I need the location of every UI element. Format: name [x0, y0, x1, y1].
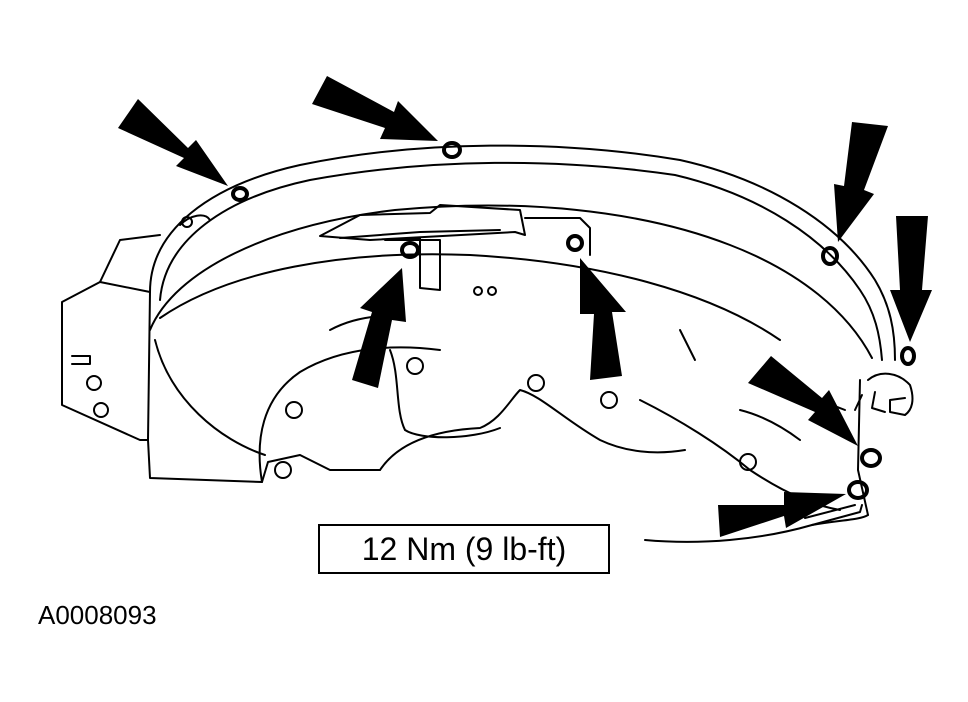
bolt-hole-8: [847, 480, 869, 500]
callout-arrow-3: [834, 122, 888, 242]
front-lower-body: [147, 439, 381, 483]
torque-spec-text: 12 Nm (9 lb-ft): [361, 530, 567, 567]
left-flange-slot: [71, 355, 91, 365]
rear-flange-side: [857, 379, 869, 516]
hole: [86, 375, 102, 391]
inner-detail-rear: [739, 409, 801, 441]
rear-flange-slot: [854, 394, 863, 411]
callout-arrow-7: [748, 356, 858, 446]
hole: [487, 286, 497, 296]
callout-arrow-6: [580, 258, 626, 380]
callout-arrow-4: [890, 216, 932, 342]
left-flange-plate: [61, 281, 151, 441]
hole: [274, 461, 292, 479]
rear-flange-inner: [871, 391, 886, 413]
top-tab-bracket: [319, 204, 526, 241]
callout-arrow-1: [118, 99, 228, 186]
bolt-hole-6: [566, 234, 584, 252]
inner-arch-liner-lower: [154, 339, 266, 456]
outer-wheel-well-lip: [149, 144, 896, 361]
bolt-holes: [231, 141, 916, 500]
hole: [406, 357, 424, 375]
top-right-bracket: [524, 217, 591, 256]
top-tab-bracket-edge: [339, 229, 501, 239]
center-lower-panel: [379, 389, 686, 471]
rear-lower-lip: [811, 504, 863, 526]
hole: [473, 286, 483, 296]
figure-id: A0008093: [38, 600, 157, 630]
center-raised-panel: [389, 349, 501, 439]
plain-holes: [86, 216, 757, 479]
bolt-hole-2: [442, 141, 462, 159]
bolt-hole-1: [231, 186, 249, 202]
hole: [285, 401, 303, 419]
callout-arrow-2: [312, 76, 438, 141]
bolt-hole-4: [900, 346, 916, 366]
hole: [93, 402, 109, 418]
liner-rib: [159, 253, 781, 341]
hole: [739, 453, 757, 471]
hole: [600, 391, 618, 409]
lower-splash-panel: [258, 346, 441, 483]
rear-lower-edge: [644, 514, 869, 543]
hole: [181, 216, 193, 228]
rear-vertical-flange: [867, 372, 914, 416]
torque-spec-label: 12 Nm (9 lb-ft): [318, 524, 610, 574]
callout-arrows: [118, 76, 932, 537]
callout-arrow-5: [352, 268, 406, 388]
hole: [527, 374, 545, 392]
callout-arrow-8: [718, 492, 846, 537]
bolt-hole-7: [860, 448, 882, 468]
rear-lower-lip-2: [804, 504, 856, 519]
bolt-hole-5: [400, 241, 420, 259]
outer-wheel-well-lip-inner: [159, 161, 883, 361]
left-flange-edge: [99, 234, 161, 283]
inner-arch-liner: [149, 204, 873, 359]
bolt-hole-3: [821, 246, 839, 266]
inner-detail-right: [679, 329, 696, 361]
